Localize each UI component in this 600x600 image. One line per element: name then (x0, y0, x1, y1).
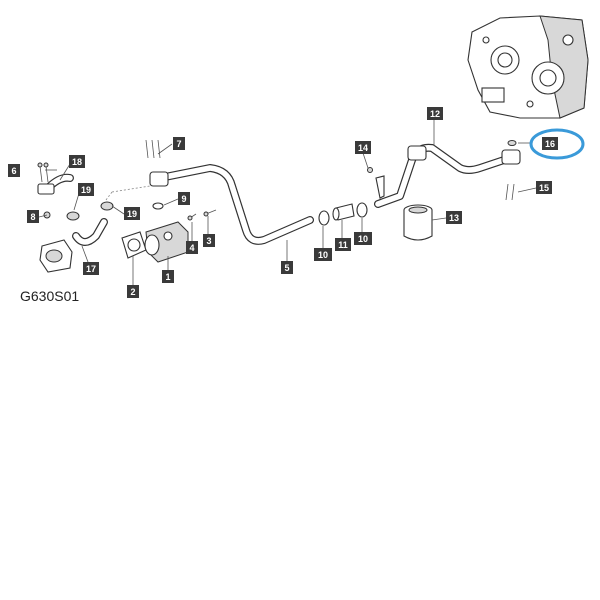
o-ring-16 (507, 140, 517, 146)
fitting-19-left (66, 211, 80, 221)
callout-13[interactable]: 13 (446, 211, 462, 224)
fitting-19-right (100, 201, 114, 211)
pump-1 (144, 221, 189, 263)
callout-19-right[interactable]: 19 (124, 207, 140, 220)
callout-10-right[interactable]: 10 (354, 232, 372, 245)
pipe-5 (149, 164, 314, 245)
svg-text:11: 11 (338, 240, 348, 250)
callout-3[interactable]: 3 (203, 234, 215, 247)
pipe-12 (374, 143, 521, 208)
svg-text:1: 1 (165, 272, 170, 282)
svg-text:2: 2 (130, 287, 135, 297)
svg-text:9: 9 (181, 194, 186, 204)
svg-text:10: 10 (318, 250, 328, 260)
highlight-ring (529, 128, 585, 160)
callout-9[interactable]: 9 (178, 192, 190, 205)
callout-19-left[interactable]: 19 (78, 183, 94, 196)
callout-15[interactable]: 15 (536, 181, 552, 194)
callout-16[interactable]: 16 (542, 137, 558, 150)
callout-11[interactable]: 11 (335, 238, 351, 251)
svg-text:19: 19 (81, 185, 91, 195)
callout-8[interactable]: 8 (27, 210, 39, 223)
figure-code: G630S01 (20, 288, 79, 304)
svg-text:4: 4 (189, 243, 194, 253)
bolts-15 (505, 183, 515, 201)
svg-text:3: 3 (206, 236, 211, 246)
svg-text:17: 17 (86, 264, 96, 274)
svg-text:8: 8 (30, 212, 35, 222)
callout-17[interactable]: 17 (83, 262, 99, 275)
bolts-6 (37, 162, 49, 183)
callout-12[interactable]: 12 (427, 107, 443, 120)
callout-1[interactable]: 1 (162, 270, 174, 283)
svg-text:12: 12 (430, 109, 440, 119)
callout-5[interactable]: 5 (281, 261, 293, 274)
fitting-4 (187, 213, 197, 221)
callout-2[interactable]: 2 (127, 285, 139, 298)
svg-text:15: 15 (539, 183, 549, 193)
clamp-10-left (318, 210, 330, 226)
svg-text:14: 14 (358, 143, 368, 153)
leader-lines (38, 120, 537, 286)
callout-14[interactable]: 14 (355, 141, 371, 154)
callout-10-left[interactable]: 10 (314, 248, 332, 261)
bracket-14 (367, 167, 385, 199)
callout-6[interactable]: 6 (8, 164, 20, 177)
callout-7[interactable]: 7 (173, 137, 185, 150)
oil-filter-13 (403, 204, 433, 241)
transmission-housing (467, 15, 589, 119)
callout-4[interactable]: 4 (186, 241, 198, 254)
o-ring-9 (152, 202, 164, 210)
hose-17 (72, 218, 108, 246)
fitting-3 (203, 209, 217, 217)
svg-text:10: 10 (358, 234, 368, 244)
svg-text:6: 6 (11, 166, 16, 176)
svg-text:19: 19 (127, 209, 137, 219)
hose-18 (37, 173, 74, 195)
filter-housing-left (39, 239, 73, 273)
svg-text:7: 7 (176, 139, 181, 149)
bolts-7 (145, 139, 161, 159)
callout-18[interactable]: 18 (69, 155, 85, 168)
svg-text:13: 13 (449, 213, 459, 223)
svg-text:16: 16 (545, 139, 555, 149)
dash-connector-top (111, 185, 151, 193)
svg-text:5: 5 (284, 263, 289, 273)
clamp-10-right (356, 202, 368, 218)
dash-connector-side (105, 191, 113, 201)
svg-text:18: 18 (72, 157, 82, 167)
gasket-2 (121, 231, 147, 259)
sleeve-11 (332, 203, 355, 221)
